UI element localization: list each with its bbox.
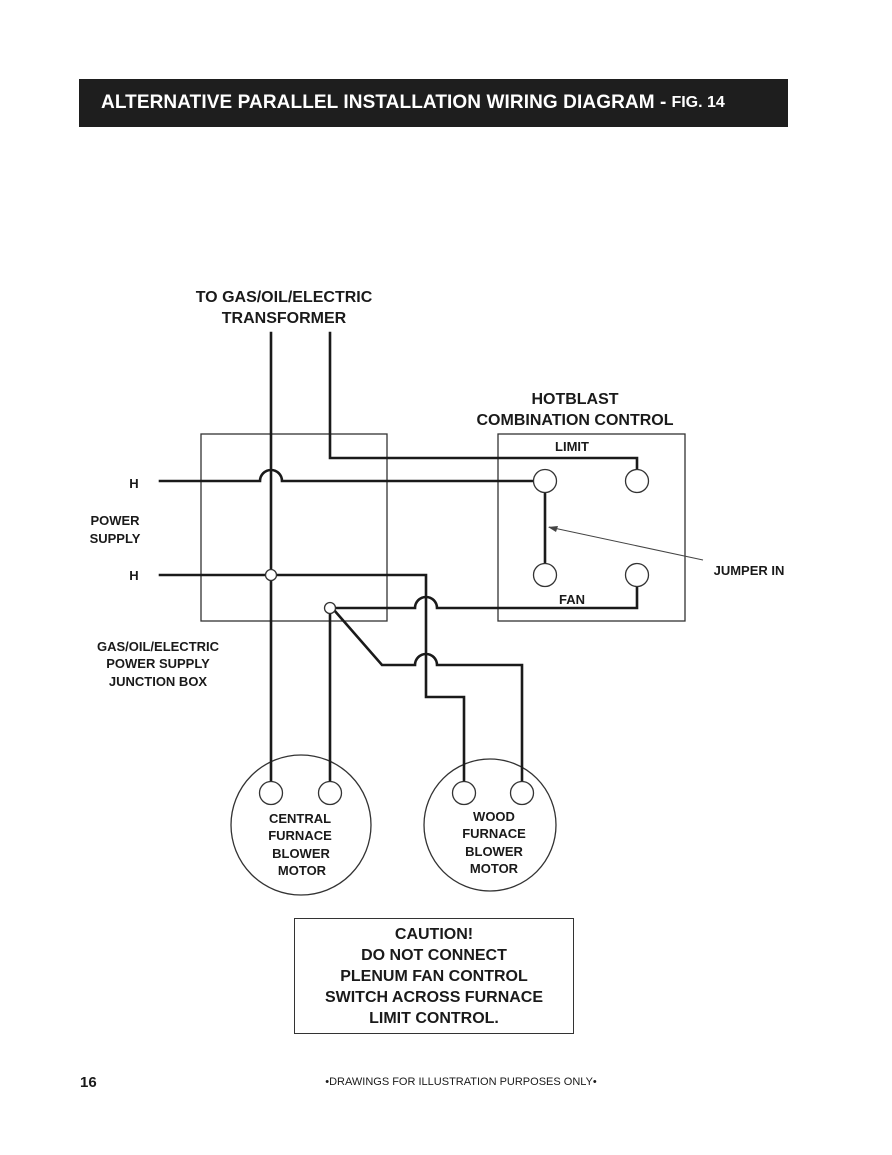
junction-box-label-line3: JUNCTION BOX [109,674,208,689]
figure-number: FIG. 14 [671,94,725,111]
central-motor-terminal-left [258,780,284,806]
jumper-pointer [548,526,704,561]
power-supply-label-line2: SUPPLY [90,531,141,546]
power-supply-label-line1: POWER [90,513,140,528]
wood-motor-label-line2: FURNACE [462,826,526,841]
central-motor-label-line1: CENTRAL [269,811,331,826]
caution-box: CAUTION! DO NOT CONNECT PLENUM FAN CONTR… [294,918,574,1034]
central-motor-label-line3: BLOWER [272,846,330,861]
wood-motor-terminal-left [451,780,477,806]
wood-motor-label-line1: WOOD [473,809,515,824]
limit-label: LIMIT [555,439,589,454]
hot-label-bottom: H [129,568,138,583]
limit-terminal-right [624,468,650,494]
wire-fan-to-neutral [334,585,639,610]
central-motor-terminal-right [317,780,343,806]
fan-terminal-left [532,562,558,588]
wire-hot-to-limit [158,468,534,483]
junction-box-label-line2: POWER SUPPLY [106,656,210,671]
wood-motor-housing [423,758,557,892]
hot-label-top: H [129,476,138,491]
wire-transformer-to-limit [328,331,639,471]
transformer-label-line1: TO GAS/OIL/ELECTRIC [196,289,373,306]
central-motor-label-line4: MOTOR [278,863,327,878]
fan-terminal-right [624,562,650,588]
control-label-line1: HOTBLAST [531,391,618,408]
caution-line: CAUTION! [394,925,474,943]
combination-control-box [497,433,686,622]
jumper-pointer-arrowhead [548,526,558,532]
transformer-label-line2: TRANSFORMER [222,310,347,327]
fan-label: FAN [559,592,585,607]
diagram-title-bar: ALTERNATIVE PARALLEL INSTALLATION WIRING… [79,79,788,127]
junction-node-hot [264,568,278,582]
caution-line: SWITCH ACROSS FURNACE [324,988,544,1006]
wood-motor-label-line3: BLOWER [465,844,523,859]
caution-line: PLENUM FAN CONTROL [340,967,528,985]
control-label-line2: COMBINATION CONTROL [476,412,673,429]
central-motor-label-line2: FURNACE [268,828,332,843]
diagram-title: ALTERNATIVE PARALLEL INSTALLATION WIRING… [101,92,667,113]
central-motor-housing [230,754,372,896]
caution-line: LIMIT CONTROL. [369,1009,499,1027]
junction-box [200,433,388,622]
junction-node-neutral [323,601,337,615]
page-number: 16 [80,1074,97,1091]
wood-motor-label-line4: MOTOR [470,861,519,876]
caution-line: DO NOT CONNECT [361,946,507,964]
wire-hot-to-wood-motor [275,573,466,783]
wire-neutral-to-wood-motor [332,608,524,783]
limit-terminal-left [532,468,558,494]
jumper-label: JUMPER IN [714,563,785,578]
footer-note: •DRAWINGS FOR ILLUSTRATION PURPOSES ONLY… [325,1076,597,1088]
wood-motor-terminal-right [509,780,535,806]
junction-box-label-line1: GAS/OIL/ELECTRIC [97,639,220,654]
